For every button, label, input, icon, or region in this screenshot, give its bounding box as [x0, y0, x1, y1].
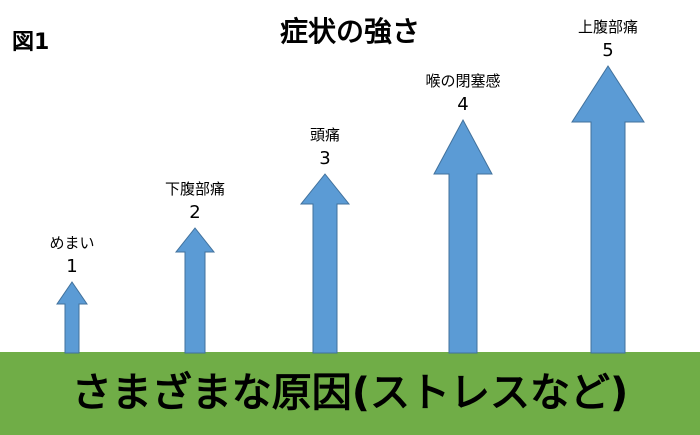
- arrow-5: [571, 65, 645, 354]
- symptom-level: 5: [602, 40, 614, 61]
- diagram-title: 症状の強さ: [279, 15, 420, 48]
- ground-label: さまざまな原因(ストレスなど): [71, 370, 629, 416]
- symptom-label: めまい: [49, 234, 95, 252]
- symptom-level: 4: [457, 94, 469, 115]
- arrow-1: [56, 281, 88, 354]
- symptom-level: 1: [66, 256, 78, 277]
- figure-label: 図1: [12, 30, 50, 55]
- ground-bar: [0, 352, 700, 435]
- symptom-label: 上腹部痛: [577, 18, 639, 36]
- arrow-3: [299, 173, 351, 354]
- arrow-4: [433, 118, 493, 354]
- arrow-2: [174, 227, 216, 354]
- symptom-level: 2: [189, 202, 201, 223]
- symptom-label: 頭痛: [309, 126, 341, 144]
- symptom-level: 3: [319, 148, 331, 169]
- symptom-label: 喉の閉塞感: [425, 72, 501, 90]
- symptom-label: 下腹部痛: [164, 180, 226, 198]
